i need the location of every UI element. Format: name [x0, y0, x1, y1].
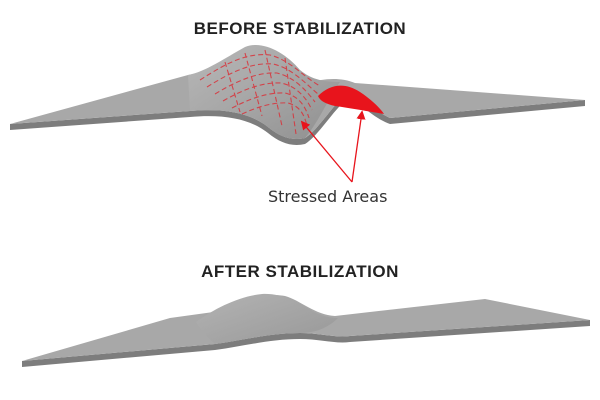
after-strip	[22, 293, 590, 367]
stress-arrows	[300, 110, 366, 183]
before-strip	[10, 44, 585, 183]
after-strip-front-edge	[22, 320, 590, 367]
before-stress-lines	[199, 49, 321, 135]
after-stabilization-heading: AFTER STABILIZATION	[201, 262, 399, 281]
stressed-areas-label: Stressed Areas	[268, 187, 388, 206]
before-hump-surface	[188, 44, 340, 139]
stress-arrow-left	[300, 120, 353, 183]
before-strip-front-edge	[10, 94, 585, 145]
before-stabilization-heading: BEFORE STABILIZATION	[193, 19, 407, 38]
after-hump-surface	[196, 293, 338, 344]
before-stressed-area	[318, 85, 384, 114]
stress-arrow-right	[351, 110, 366, 183]
